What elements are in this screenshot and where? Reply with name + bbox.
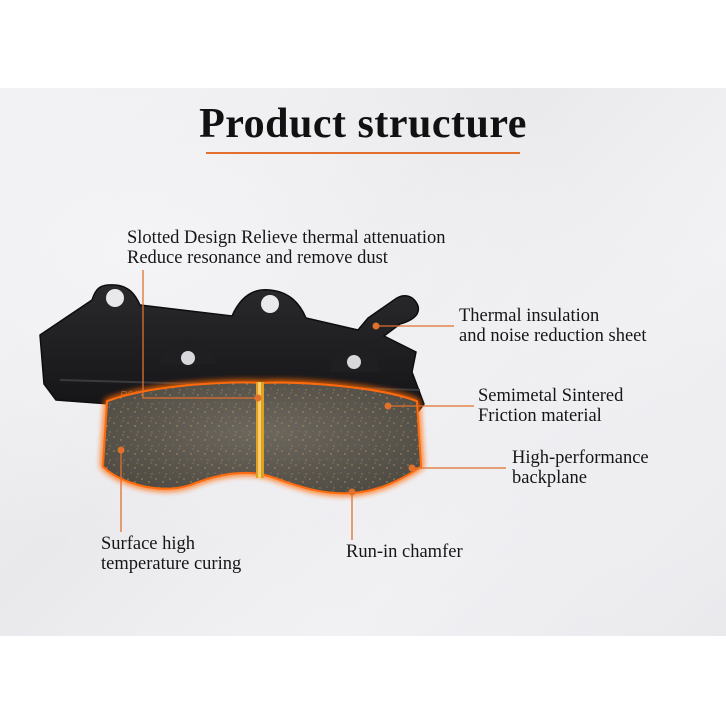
callout-dots xyxy=(117,322,416,496)
friction-pad xyxy=(101,381,423,495)
label-backplane: High-performance backplane xyxy=(512,448,649,488)
label-line: Friction material xyxy=(478,406,602,426)
label-line: Reduce resonance and remove dust xyxy=(127,248,388,268)
label-line: Slotted Design Relieve thermal attenuati… xyxy=(127,228,446,248)
label-line: Surface high xyxy=(101,534,196,554)
label-semimetal-friction: Semimetal Sintered Friction material xyxy=(478,386,623,426)
page-title: Product structure xyxy=(199,101,527,147)
label-line: Run-in chamfer xyxy=(346,542,463,562)
label-thermal-insulation: Thermal insulation and noise reduction s… xyxy=(459,306,647,346)
callout-lines xyxy=(120,270,506,540)
label-line: Semimetal Sintered xyxy=(478,386,624,406)
label-line: Thermal insulation xyxy=(459,306,600,326)
label-line: backplane xyxy=(512,468,587,488)
label-line: High-performance xyxy=(512,448,649,468)
mounting-hole xyxy=(261,295,279,313)
label-line: and noise reduction sheet xyxy=(459,326,647,346)
label-line: temperature curing xyxy=(101,554,242,574)
label-run-in-chamfer: Run-in chamfer xyxy=(346,542,463,562)
mounting-hole xyxy=(106,289,124,307)
backplate: R0A xyxy=(39,284,425,413)
label-slotted-design: Slotted Design Relieve thermal attenuati… xyxy=(127,228,446,268)
label-surface-curing: Surface high temperature curing xyxy=(101,534,241,574)
title-underline xyxy=(206,152,520,154)
